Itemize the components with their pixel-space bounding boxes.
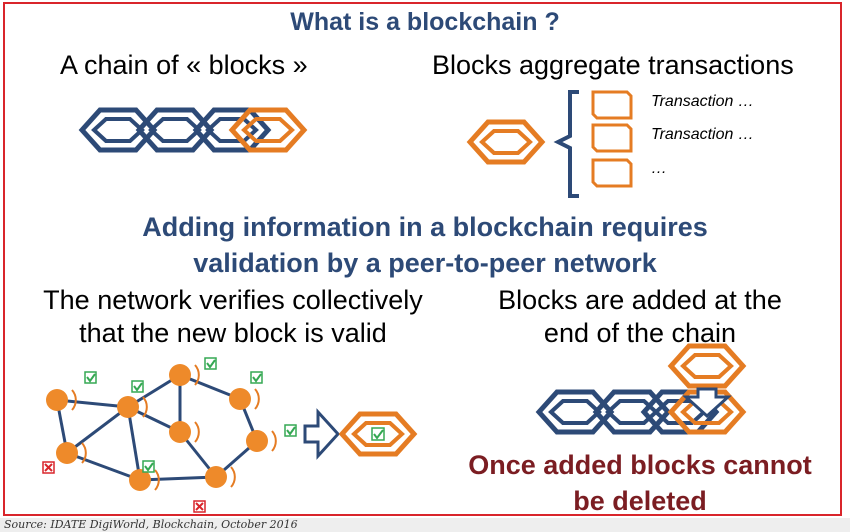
block-icon bbox=[470, 122, 542, 162]
network-line-1: The network verifies collectively bbox=[43, 285, 423, 315]
transaction-label: Transaction … bbox=[651, 93, 754, 110]
requirement-heading: Adding information in a blockchain requi… bbox=[0, 209, 850, 281]
validated-block-icon bbox=[342, 414, 414, 454]
added-line-1: Blocks are added at the bbox=[498, 285, 782, 315]
source-bar bbox=[0, 518, 850, 532]
added-heading: Blocks are added at the end of the chain bbox=[470, 284, 810, 350]
source-citation: Source: IDATE DigiWorld, Blockchain, Oct… bbox=[4, 518, 298, 531]
check-marks bbox=[86, 359, 296, 472]
blockchain-chain-icon bbox=[82, 110, 304, 150]
added-line-2: end of the chain bbox=[543, 318, 737, 348]
peer-network-icon bbox=[46, 364, 277, 491]
requirement-line-1: Adding information in a blockchain requi… bbox=[142, 212, 708, 242]
requirement-line-2: validation by a peer-to-peer network bbox=[193, 248, 657, 278]
check-icon bbox=[84, 357, 297, 473]
cross-marks bbox=[44, 463, 204, 511]
chain-heading: A chain of « blocks » bbox=[60, 50, 308, 80]
transactions-brace bbox=[553, 90, 579, 198]
slide-frame bbox=[3, 2, 842, 516]
network-heading: The network verifies collectively that t… bbox=[18, 284, 448, 350]
immutability-line-2: be deleted bbox=[573, 486, 707, 516]
right-arrow-icon bbox=[303, 408, 341, 460]
network-line-2: that the new block is valid bbox=[79, 318, 387, 348]
transaction-label: Transaction … bbox=[651, 126, 754, 143]
transactions-heading: Blocks aggregate transactions bbox=[432, 50, 794, 80]
immutability-note: Once added blocks cannot be deleted bbox=[440, 447, 840, 519]
transaction-label: … bbox=[651, 160, 667, 177]
cross-icon bbox=[42, 461, 206, 513]
transaction-document-icons bbox=[591, 90, 633, 188]
chain-append-icon bbox=[539, 346, 743, 432]
page-title: What is a blockchain ? bbox=[290, 8, 560, 36]
immutability-line-1: Once added blocks cannot bbox=[468, 450, 812, 480]
